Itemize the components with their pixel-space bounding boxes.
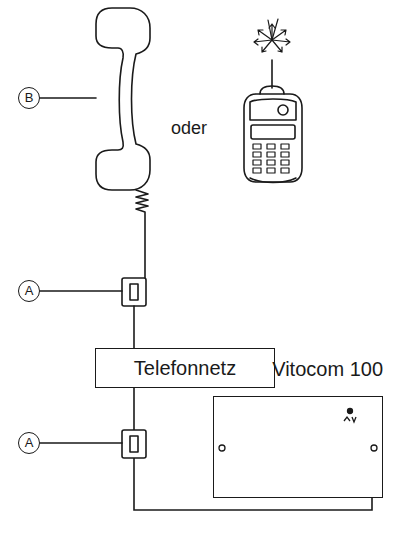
leader-line xyxy=(40,442,122,444)
keypad xyxy=(253,144,289,173)
box-label: Telefonnetz xyxy=(134,357,236,380)
leader-line xyxy=(40,97,96,99)
device-label: Vitocom 100 xyxy=(272,358,383,380)
mobile-phone xyxy=(244,60,302,183)
line-wire xyxy=(133,306,135,348)
telephone-socket xyxy=(122,430,146,458)
callout-letter: A xyxy=(18,432,40,454)
device-details xyxy=(214,397,384,499)
handset-cord xyxy=(136,190,148,280)
callout-letter: B xyxy=(18,87,40,109)
alternative-word: oder xyxy=(171,118,207,139)
telephone-socket xyxy=(122,278,146,306)
device-name: Vitocom 100 xyxy=(213,358,383,381)
leader-line xyxy=(40,290,122,292)
network-box: Telefonnetz xyxy=(95,348,275,388)
radio-waves xyxy=(254,19,290,52)
callout-letter: A xyxy=(18,280,40,302)
device-box: Vitocom 100 xyxy=(213,358,383,498)
telephone-handset xyxy=(96,8,150,190)
device-housing xyxy=(213,396,383,498)
